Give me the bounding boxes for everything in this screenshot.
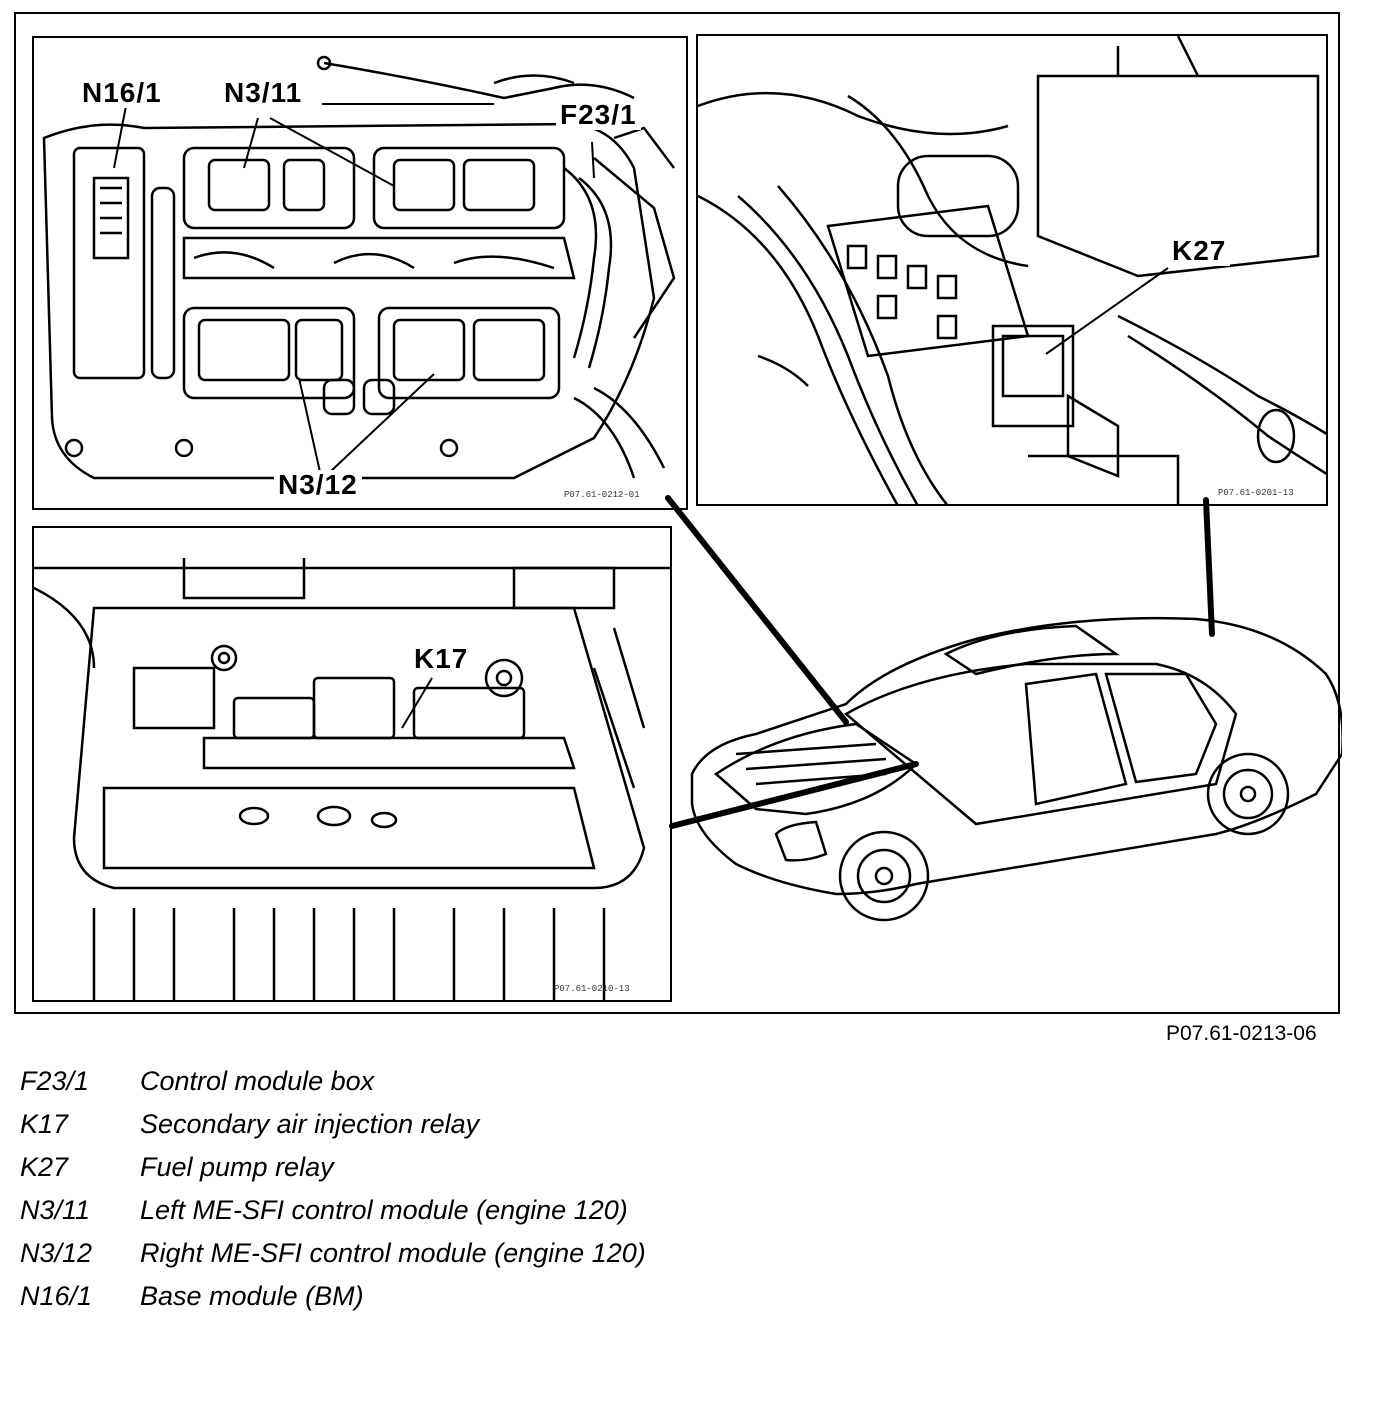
legend-code: K17 <box>20 1109 69 1139</box>
legend-code: N3/12 <box>20 1238 93 1268</box>
legend-item: K27 Fuel pump relay <box>20 1146 680 1189</box>
legend-item: N3/12 Right ME-SFI control module (engin… <box>20 1232 680 1275</box>
legend-code: F23/1 <box>20 1066 90 1096</box>
secondary-air-relay-illustration <box>34 558 670 1000</box>
legend-code: N3/11 <box>20 1195 91 1225</box>
fuel-pump-relay-illustration <box>698 36 1326 504</box>
callout-k17: K17 <box>410 644 473 674</box>
secondary-air-relay-panel: K17 P07.61-0210-13 <box>32 526 672 1002</box>
callout-f23-1: F23/1 <box>556 100 641 130</box>
figure-reference: P07.61-0213-06 <box>1166 1022 1317 1045</box>
control-module-box-panel: N16/1 N3/11 F23/1 N3/12 P07.61-0212-01 <box>32 36 688 510</box>
legend-item: F23/1 Control module box <box>20 1060 680 1103</box>
legend-code: K27 <box>20 1152 69 1182</box>
fuel-pump-relay-panel: K27 P07.61-0201-13 <box>696 34 1328 506</box>
legend-description: Right ME-SFI control module (engine 120) <box>140 1238 646 1268</box>
legend-description: Control module box <box>140 1066 375 1096</box>
callout-n3-11: N3/11 <box>220 78 307 108</box>
legend-description: Base module (BM) <box>140 1281 364 1311</box>
callout-n3-12: N3/12 <box>274 470 362 500</box>
panel-code-top-right: P07.61-0201-13 <box>1218 488 1294 498</box>
vehicle-overview-illustration <box>665 495 1342 922</box>
panel-code-top-left: P07.61-0212-01 <box>564 490 640 500</box>
legend-item: N16/1 Base module (BM) <box>20 1275 680 1318</box>
callout-k27: K27 <box>1168 236 1231 266</box>
legend-description: Secondary air injection relay <box>140 1109 480 1139</box>
legend-description: Left ME-SFI control module (engine 120) <box>140 1195 628 1225</box>
legend: F23/1 Control module box K17 Secondary a… <box>20 1060 680 1318</box>
control-module-box-illustration <box>42 55 676 480</box>
figure-frame: N16/1 N3/11 F23/1 N3/12 P07.61-0212-01 <box>14 12 1342 1014</box>
legend-item: N3/11 Left ME-SFI control module (engine… <box>20 1189 680 1232</box>
legend-item: K17 Secondary air injection relay <box>20 1103 680 1146</box>
car-outline <box>690 616 1342 922</box>
legend-description: Fuel pump relay <box>140 1152 334 1182</box>
callout-n16-1: N16/1 <box>78 78 166 108</box>
legend-code: N16/1 <box>20 1281 93 1311</box>
panel-code-bottom-left: P07.61-0210-13 <box>554 984 630 994</box>
